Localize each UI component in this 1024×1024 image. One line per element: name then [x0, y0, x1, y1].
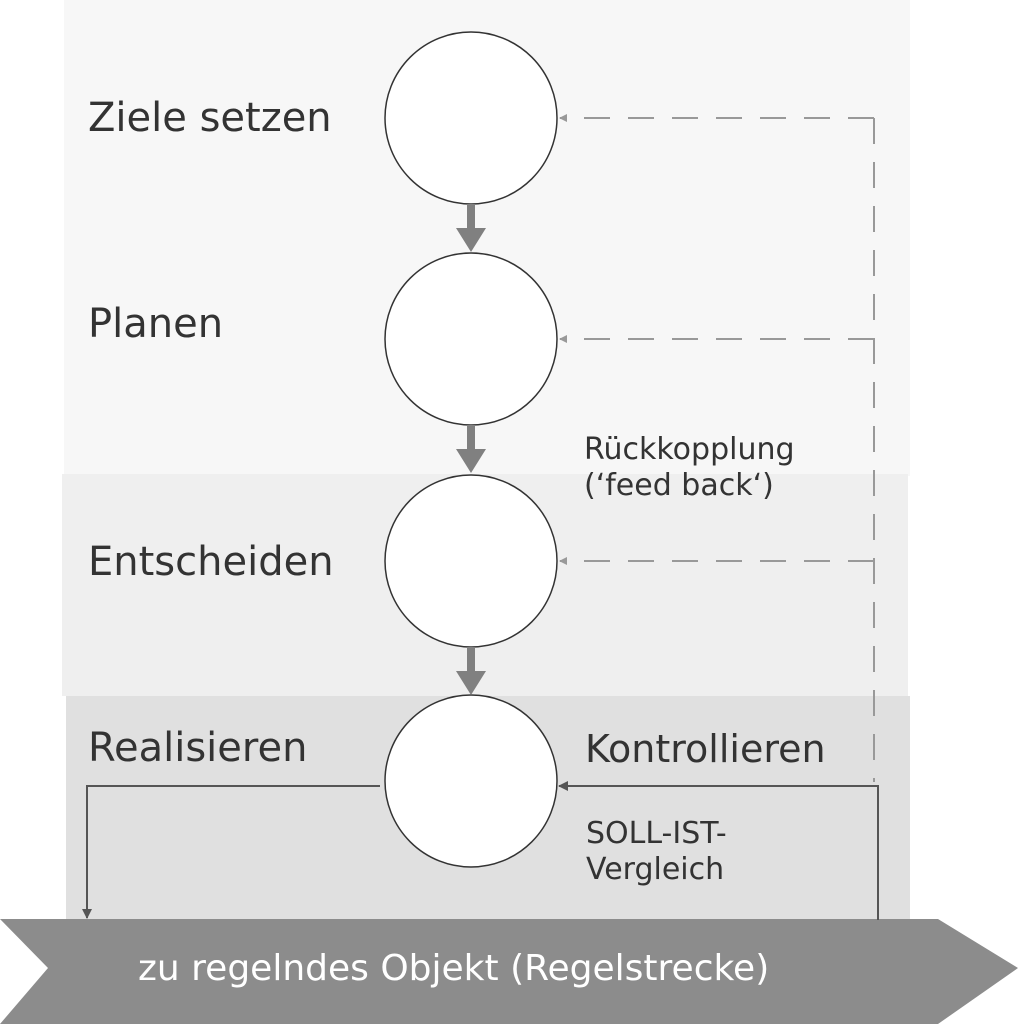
soll-ist-label-line2: Vergleich — [586, 852, 725, 887]
regelstrecke-arrow-bar — [0, 919, 1018, 1024]
stage-label-planen: Planen — [88, 301, 224, 347]
regelstrecke-label: zu regelndes Objekt (Regelstrecke) — [138, 948, 770, 989]
stage-circle-ziele — [384, 31, 558, 205]
feedback-label: Rückkopplung (‘feed back‘) — [584, 432, 795, 504]
flow-arrow-entscheiden-realisieren — [456, 647, 486, 695]
soll-ist-label-line1: SOLL-IST- — [586, 816, 727, 851]
realisieren-to-object-line — [82, 785, 380, 919]
feedback-dashed-loop — [559, 114, 875, 782]
stage-label-ziele: Ziele setzen — [88, 95, 332, 141]
object-to-kontrollieren-line — [558, 781, 879, 920]
stage-circle-entscheiden — [384, 474, 558, 648]
flow-arrow-planen-entscheiden — [456, 425, 486, 473]
stage-label-kontrollieren: Kontrollieren — [585, 727, 826, 771]
feedback-label-line1: Rückkopplung — [584, 432, 795, 467]
stage-circle-realisieren — [384, 694, 558, 868]
soll-ist-label: SOLL-IST- Vergleich — [586, 816, 727, 888]
stage-circle-planen — [384, 252, 558, 426]
feedback-label-line2: (‘feed back‘) — [584, 468, 774, 503]
stage-label-realisieren: Realisieren — [88, 725, 308, 771]
stage-label-entscheiden: Entscheiden — [88, 539, 334, 585]
flow-arrow-ziele-planen — [456, 204, 486, 252]
